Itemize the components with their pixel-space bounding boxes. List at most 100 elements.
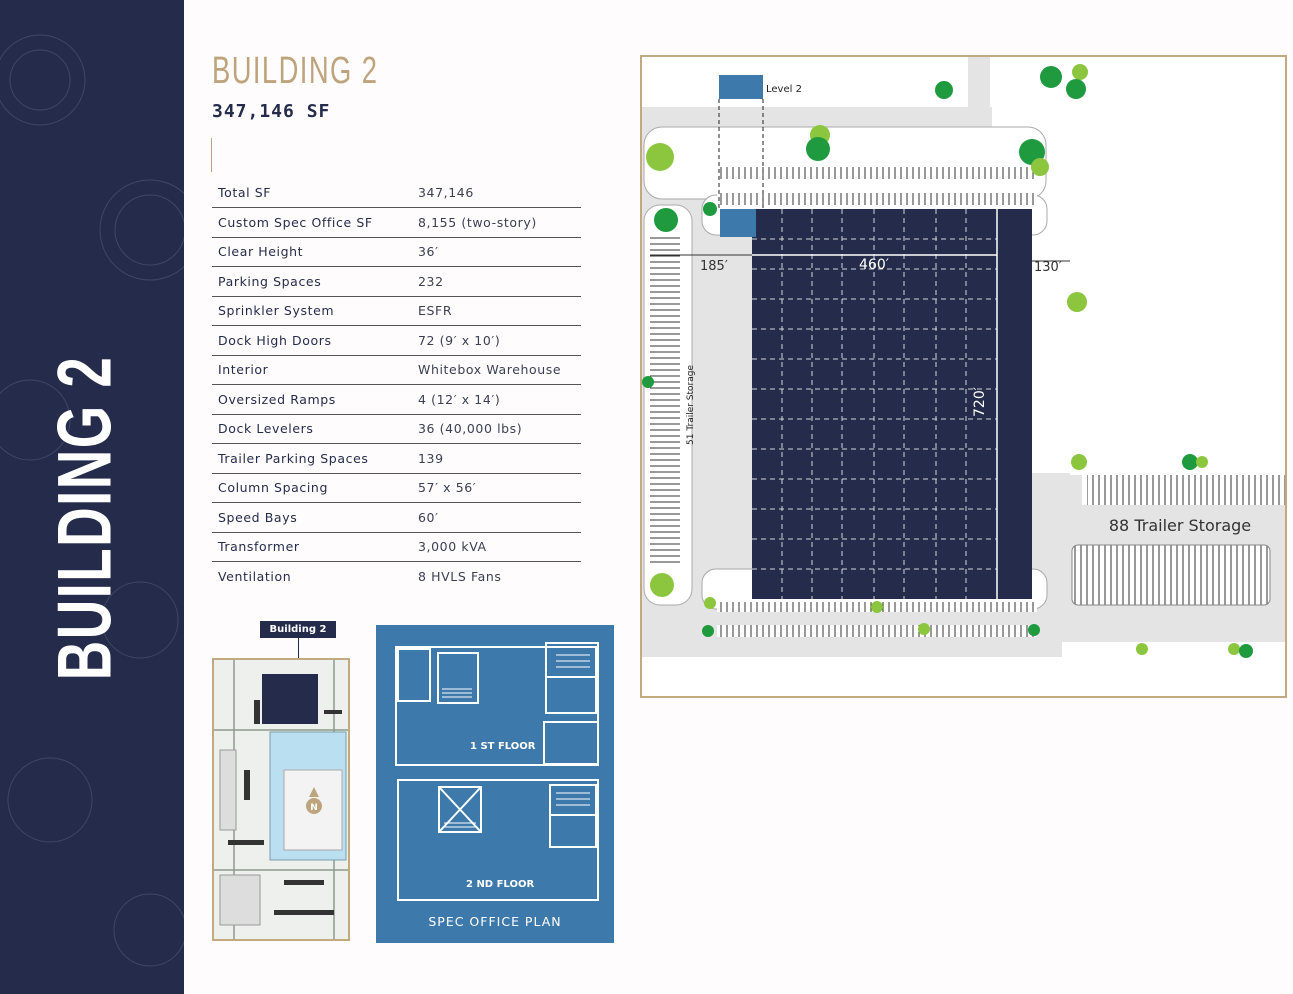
parking-row [717, 193, 1037, 205]
sidebar: BUILDING 2 [0, 0, 184, 994]
second-floor-label: 2 ND FLOOR [466, 879, 535, 890]
dim-left: 185′ [700, 259, 728, 274]
spec-office-plan: 1 ST FLOOR 2 ND FLOOR SPEC OFFICE PLAN [376, 625, 614, 943]
spec-label: Custom Spec Office SF [212, 207, 418, 238]
office-plan-caption: SPEC OFFICE PLAN [428, 914, 562, 929]
sidebar-pattern [0, 34, 184, 967]
tree-icon [935, 81, 953, 99]
north-label: N [310, 803, 318, 813]
page-title: BUILDING 2 [212, 50, 379, 92]
tree-icon [704, 597, 716, 609]
tree-icon [1031, 158, 1049, 176]
spec-label: Column Spacing [212, 473, 418, 503]
spec-label: Sprinkler System [212, 296, 418, 326]
spec-value: 72 (9′ x 10′) [418, 325, 581, 356]
spec-value: 36 (40,000 lbs) [418, 414, 581, 444]
tree-icon [1228, 643, 1240, 655]
spec-value: 8 HVLS Fans [418, 569, 502, 584]
spec-label: Interior [212, 355, 418, 385]
site-plan-drawing: 185′ 460′ 130′ 720′ Level 2 51 Trailer S… [642, 57, 1285, 658]
key-plan-pointer [298, 638, 299, 668]
key-plan-drawing: N [214, 660, 348, 939]
tree-icon [871, 601, 883, 613]
spec-value: 8,155 (two-story) [418, 207, 581, 238]
spec-value: Whitebox Warehouse [418, 355, 581, 385]
parking-row [717, 625, 1037, 637]
vertical-title: BUILDING 2 [42, 355, 128, 681]
tree-icon [918, 623, 930, 635]
spec-row: Ventilation 8 HVLS Fans [212, 562, 581, 592]
building-size: 347,146 SF [212, 101, 331, 122]
tree-icon [642, 376, 654, 388]
spec-value: 3,000 kVA [418, 532, 581, 562]
spec-value: 60′ [418, 502, 581, 533]
tree-icon [1071, 454, 1087, 470]
key-plan-label: Building 2 [260, 621, 336, 638]
office-level-2 [719, 75, 763, 99]
key-plan-map: N [212, 658, 350, 941]
spec-value: 139 [418, 443, 581, 474]
spec-label: Speed Bays [212, 502, 418, 533]
key-plan-building-2 [262, 674, 318, 724]
spec-value: 232 [418, 266, 581, 297]
tree-icon [1136, 643, 1148, 655]
office-footprint [720, 209, 756, 237]
trailer-storage-right-label: 88 Trailer Storage [1109, 516, 1251, 535]
tree-icon [1072, 64, 1088, 80]
site-plan: 185′ 460′ 130′ 720′ Level 2 51 Trailer S… [640, 55, 1287, 698]
spec-label: Clear Height [212, 237, 418, 267]
divider [211, 138, 212, 172]
trailer-parking-right [1087, 475, 1285, 505]
spec-label: Total SF [212, 178, 418, 208]
office-floorplan-drawing [395, 642, 599, 901]
spec-label: Dock Levelers [212, 414, 418, 444]
level-2-label: Level 2 [766, 84, 802, 95]
tree-icon [703, 202, 717, 216]
tree-icon [654, 208, 678, 232]
spec-label: Dock High Doors [212, 325, 418, 356]
tree-icon [650, 573, 674, 597]
spec-label: Transformer [212, 532, 418, 562]
spec-label: Parking Spaces [212, 266, 418, 297]
spec-value: 4 (12′ x 14′) [418, 384, 581, 415]
tree-icon [1040, 66, 1062, 88]
parking-row [717, 167, 1037, 179]
tree-icon [1239, 644, 1253, 658]
trailer-storage-left-label: 51 Trailer Storage [686, 365, 696, 445]
tree-icons [642, 64, 1253, 658]
spec-value: 57′ x 56′ [418, 473, 581, 503]
tree-icon [646, 143, 674, 171]
dim-right: 130′ [1034, 260, 1062, 275]
dim-width: 460′ [859, 257, 889, 273]
north-arrow-icon [306, 798, 322, 814]
spec-value: ESFR [418, 296, 581, 326]
trailer-parking-left [650, 235, 680, 567]
tree-icon [1067, 292, 1087, 312]
spec-label: Ventilation [218, 569, 292, 584]
tree-icon [1196, 456, 1208, 468]
tree-icon [1182, 454, 1198, 470]
dim-depth: 720′ [972, 387, 988, 417]
spec-label: Trailer Parking Spaces [212, 443, 418, 474]
tree-icon [1066, 79, 1086, 99]
spec-label: Oversized Ramps [212, 384, 418, 415]
spec-value: 347,146 [418, 178, 581, 208]
spec-value: 36′ [418, 237, 581, 267]
first-floor-label: 1 ST FLOOR [470, 741, 536, 752]
tree-icon [1028, 624, 1040, 636]
tree-icon [806, 137, 830, 161]
